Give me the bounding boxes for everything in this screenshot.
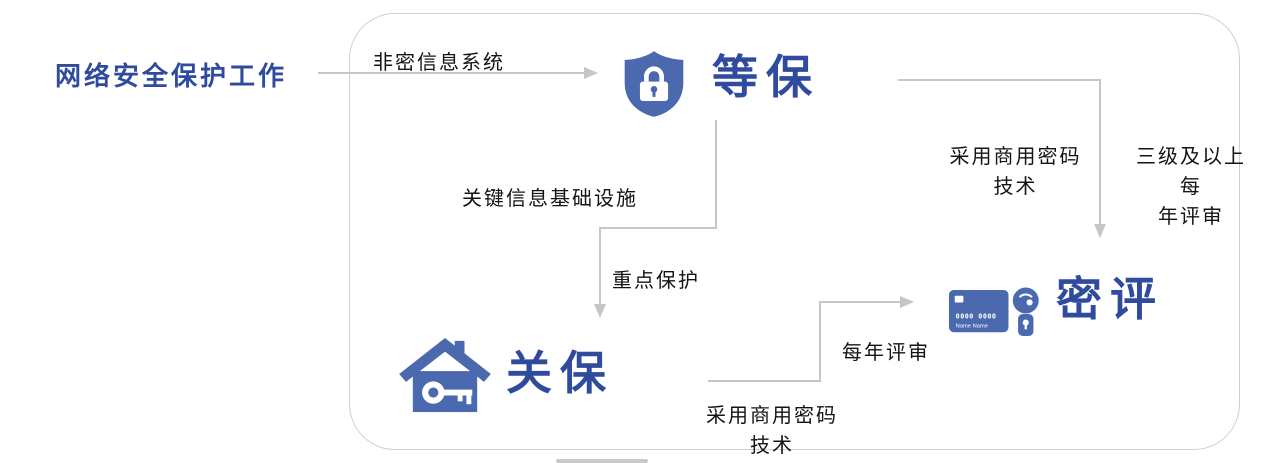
- bank-card-seal-icon: 0000 0000 Name Name: [948, 287, 1039, 337]
- node-label-dengbao: 等保: [712, 51, 820, 103]
- edge-label-meinian-pingshen: 每年评审: [842, 342, 930, 364]
- edge-label-zhongdian-baohu: 重点保护: [612, 270, 700, 292]
- edge-label-caiyong-shangyong-mima-bottom: 采用商用密码 技术: [706, 405, 838, 457]
- edge-label-feimi-xinxi-xitong: 非密信息系统: [373, 52, 505, 74]
- horizontal-scrollbar-thumb[interactable]: [556, 459, 648, 463]
- card-number-text: 0000 0000: [956, 313, 997, 321]
- edge-label-sanji-meinian-pingshen: 三级及以上每 年评审: [1136, 146, 1246, 228]
- node-label-miping: 密评: [1056, 273, 1164, 325]
- house-key-icon: [399, 337, 491, 413]
- edge-label-guanjian-xinxi-jichusheshi: 关键信息基础设施: [462, 188, 638, 210]
- edge-label-caiyong-shangyong-mima-top: 采用商用密码 技术: [949, 146, 1082, 198]
- node-label-guanbao: 关保: [506, 347, 614, 399]
- diagram-title: 网络安全保护工作: [55, 61, 288, 91]
- card-name-text: Name Name: [956, 323, 988, 329]
- shield-lock-icon: [624, 51, 684, 117]
